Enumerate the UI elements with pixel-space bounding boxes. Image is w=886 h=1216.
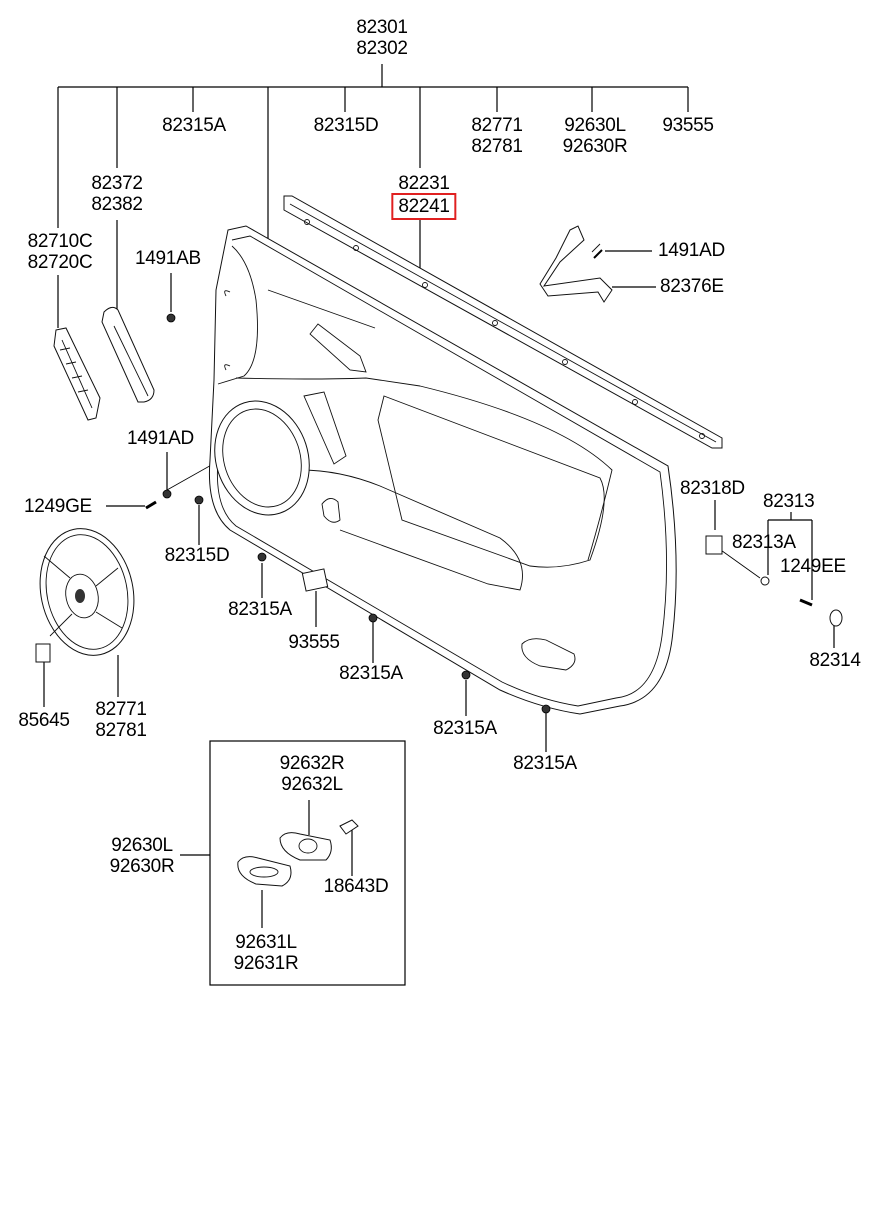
label-92630r-inset[interactable]: 92630R	[109, 856, 175, 877]
lamp-lens-icon	[279, 832, 332, 861]
label-1249ge[interactable]: 1249GE	[24, 496, 92, 517]
label-92630l-top[interactable]: 92630L	[564, 115, 626, 136]
label-1249ee[interactable]: 1249EE	[780, 556, 846, 577]
switch-93555-icon	[301, 568, 329, 592]
label-82781-bottom[interactable]: 82781	[95, 720, 147, 741]
label-82771-top[interactable]: 82771	[471, 115, 523, 136]
plug-82314-icon	[829, 609, 843, 627]
label-85645[interactable]: 85645	[18, 710, 70, 731]
speaker-82771[interactable]	[29, 520, 146, 664]
label-82313a[interactable]: 82313A	[732, 532, 796, 553]
label-92631r[interactable]: 92631R	[233, 953, 299, 974]
label-1491ad-left[interactable]: 1491AD	[127, 428, 194, 449]
label-82318d[interactable]: 82318D	[680, 478, 745, 499]
label-1491ad-right[interactable]: 1491AD	[658, 240, 725, 261]
part-82318d-icon	[705, 535, 723, 555]
fasteners	[145, 249, 843, 714]
label-92632r[interactable]: 92632R	[279, 753, 345, 774]
label-1491ab[interactable]: 1491AB	[135, 248, 201, 269]
label-82781-top[interactable]: 82781	[471, 136, 523, 157]
label-82372[interactable]: 82372	[91, 173, 143, 194]
label-82382[interactable]: 82382	[91, 194, 143, 215]
lamp-inset	[180, 740, 406, 986]
door-trim-panel[interactable]	[200, 225, 677, 715]
label-92631l[interactable]: 92631L	[235, 932, 297, 953]
grille-82710c[interactable]	[53, 327, 101, 421]
label-82771-bottom[interactable]: 82771	[95, 699, 147, 720]
label-82315a-4[interactable]: 82315A	[513, 753, 577, 774]
label-92630r-top[interactable]: 92630R	[562, 136, 628, 157]
clip-82315a-1-icon	[257, 552, 267, 562]
clip-1491ad-right-icon	[593, 249, 603, 259]
label-82231[interactable]: 82231	[398, 173, 450, 194]
label-82376e[interactable]: 82376E	[660, 276, 724, 297]
weatherstrip-82241[interactable]	[283, 195, 723, 449]
bulb-icon	[339, 819, 359, 835]
label-assembly-82301[interactable]: 82301	[356, 17, 408, 38]
label-92630l-inset[interactable]: 92630L	[111, 835, 173, 856]
label-82720c[interactable]: 82720C	[27, 252, 93, 273]
pad-85645[interactable]	[35, 643, 51, 663]
label-82314[interactable]: 82314	[809, 650, 861, 671]
label-82315a-top[interactable]: 82315A	[162, 115, 226, 136]
label-82315a-2[interactable]: 82315A	[339, 663, 403, 684]
label-93555[interactable]: 93555	[288, 632, 340, 653]
lamp-housing-icon	[237, 856, 292, 887]
clip-82315a-4-icon	[541, 704, 551, 714]
label-82315a-3[interactable]: 82315A	[433, 718, 497, 739]
bracket-82376e[interactable]	[539, 225, 613, 303]
label-82313[interactable]: 82313	[763, 491, 815, 512]
label-92632l[interactable]: 92632L	[281, 774, 343, 795]
clip-1491ad-icon	[162, 489, 172, 499]
clip-82315a-2-icon	[368, 613, 378, 623]
label-82710c[interactable]: 82710C	[27, 231, 93, 252]
clip-82315a-3-icon	[461, 670, 471, 680]
label-82315d-bottom[interactable]: 82315D	[164, 545, 230, 566]
label-93555-top[interactable]: 93555	[662, 115, 714, 136]
label-82241-highlighted[interactable]: 82241	[391, 193, 457, 220]
clip-1491ab-icon	[166, 313, 176, 323]
part-82313a-icon	[760, 576, 770, 586]
screw-1249ee-icon	[799, 598, 813, 607]
clip-82315d-icon	[194, 495, 204, 505]
screw-1249ge-icon	[145, 500, 157, 510]
label-18643d[interactable]: 18643D	[323, 876, 389, 897]
label-82315d-top[interactable]: 82315D	[313, 115, 379, 136]
label-82315a-1[interactable]: 82315A	[228, 599, 292, 620]
armrest-pad-82372[interactable]	[101, 306, 155, 403]
label-assembly-82302[interactable]: 82302	[356, 38, 408, 59]
